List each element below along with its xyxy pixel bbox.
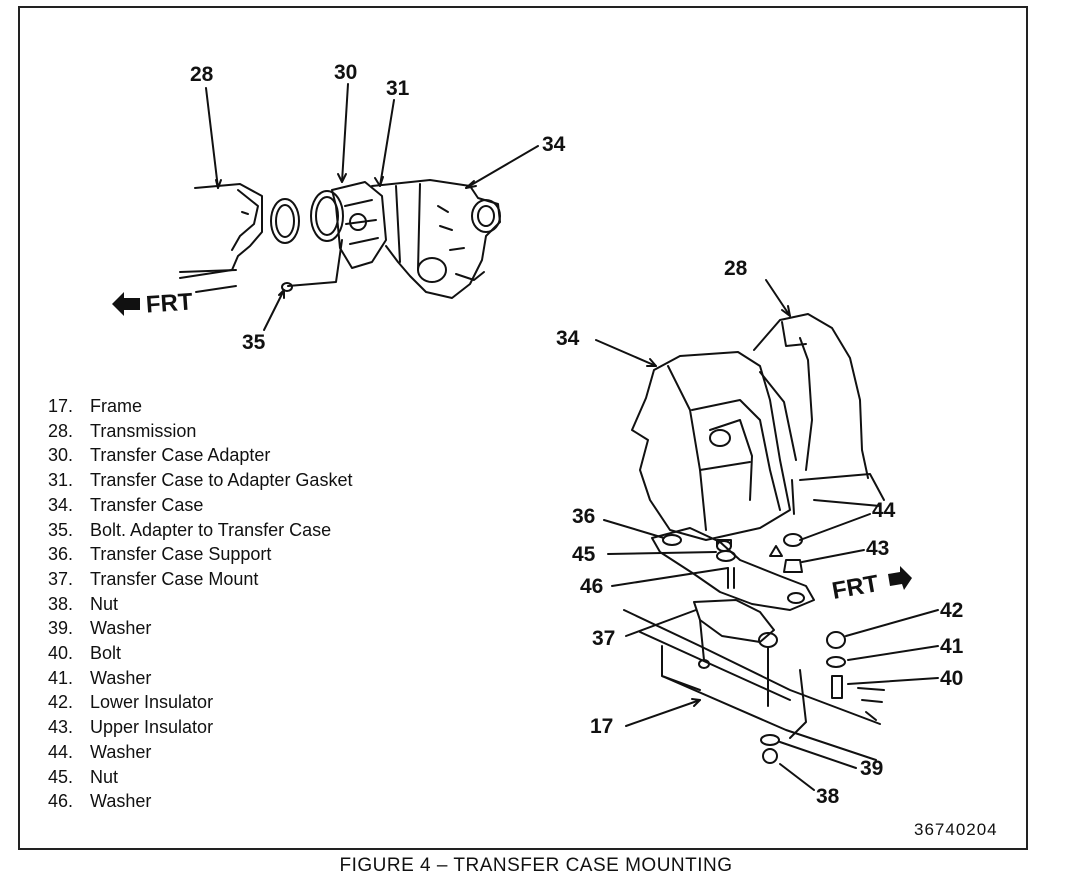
legend-item: 39.Washer bbox=[48, 618, 152, 639]
bottom-fasteners bbox=[716, 479, 846, 764]
legend-item: 44.Washer bbox=[48, 741, 152, 762]
callout-top-35: 35 bbox=[242, 331, 266, 354]
callout-bottom-34: 34 bbox=[556, 327, 580, 350]
callout-bottom-17: 17 bbox=[590, 715, 614, 738]
callout-bottom-37: 37 bbox=[592, 627, 616, 650]
callout-top-30: 30 bbox=[334, 61, 358, 84]
legend-item: 43.Upper Insulator bbox=[48, 717, 214, 738]
top-gasket-rings bbox=[270, 190, 344, 244]
top-leader-lines bbox=[179, 83, 539, 331]
callout-bottom-28: 28 bbox=[724, 257, 748, 280]
callout-bottom-39: 39 bbox=[860, 757, 884, 780]
legend-item: 41.Washer bbox=[48, 667, 152, 688]
legend-item: 45.Nut bbox=[48, 766, 119, 787]
callout-bottom-44: 44 bbox=[872, 499, 896, 522]
top-transmission-stub bbox=[179, 183, 263, 279]
parts-legend: 17.Frame 28.Transmission 30.Transfer Cas… bbox=[48, 394, 352, 814]
figure-caption: FIGURE 4 – TRANSFER CASE MOUNTING bbox=[339, 855, 733, 876]
callout-bottom-41: 41 bbox=[940, 635, 964, 658]
figure-frame bbox=[18, 6, 1028, 850]
callout-bottom-45: 45 bbox=[572, 543, 596, 566]
frt-arrow-bottom-icon bbox=[888, 566, 912, 590]
top-transfer-case bbox=[371, 179, 501, 299]
bottom-leader-lines bbox=[595, 279, 939, 791]
callout-bottom-46: 46 bbox=[580, 575, 604, 598]
callout-bottom-42: 42 bbox=[940, 599, 964, 622]
legend-item: 34.Transfer Case bbox=[48, 494, 204, 515]
legend-item: 31.Transfer Case to Adapter Gasket bbox=[48, 470, 353, 491]
legend-item: 36.Transfer Case Support bbox=[48, 544, 272, 565]
legend-item: 17.Frame bbox=[48, 396, 143, 416]
top-adapter bbox=[331, 181, 387, 269]
legend-item: 40.Bolt bbox=[48, 643, 122, 664]
bottom-transfer-case bbox=[631, 351, 791, 541]
callout-top-34: 34 bbox=[542, 133, 566, 156]
figure-id: 36740204 bbox=[914, 820, 998, 839]
frt-arrow-top-icon bbox=[112, 292, 140, 316]
legend-item: 28.Transmission bbox=[48, 420, 197, 441]
legend-item: 35.Bolt. Adapter to Transfer Case bbox=[48, 519, 332, 540]
frt-label-top: FRT bbox=[145, 288, 194, 319]
bottom-transmission bbox=[753, 313, 885, 507]
bottom-frame-rail bbox=[623, 609, 885, 761]
legend-item: 38.Nut bbox=[48, 593, 119, 614]
legend-item: 37.Transfer Case Mount bbox=[48, 568, 259, 589]
callout-bottom-38: 38 bbox=[816, 785, 840, 808]
callout-top-31: 31 bbox=[386, 77, 410, 100]
warning-triangle-icon bbox=[769, 545, 783, 557]
callout-top-28: 28 bbox=[190, 63, 214, 86]
callout-bottom-36: 36 bbox=[572, 505, 596, 528]
callout-bottom-40: 40 bbox=[940, 667, 964, 690]
legend-item: 42.Lower Insulator bbox=[48, 692, 214, 713]
callout-bottom-43: 43 bbox=[866, 537, 890, 560]
legend-item: 46.Washer bbox=[48, 791, 152, 812]
bottom-mount bbox=[693, 599, 778, 661]
top-bolt-35 bbox=[281, 239, 343, 292]
legend-item: 30.Transfer Case Adapter bbox=[48, 445, 271, 466]
